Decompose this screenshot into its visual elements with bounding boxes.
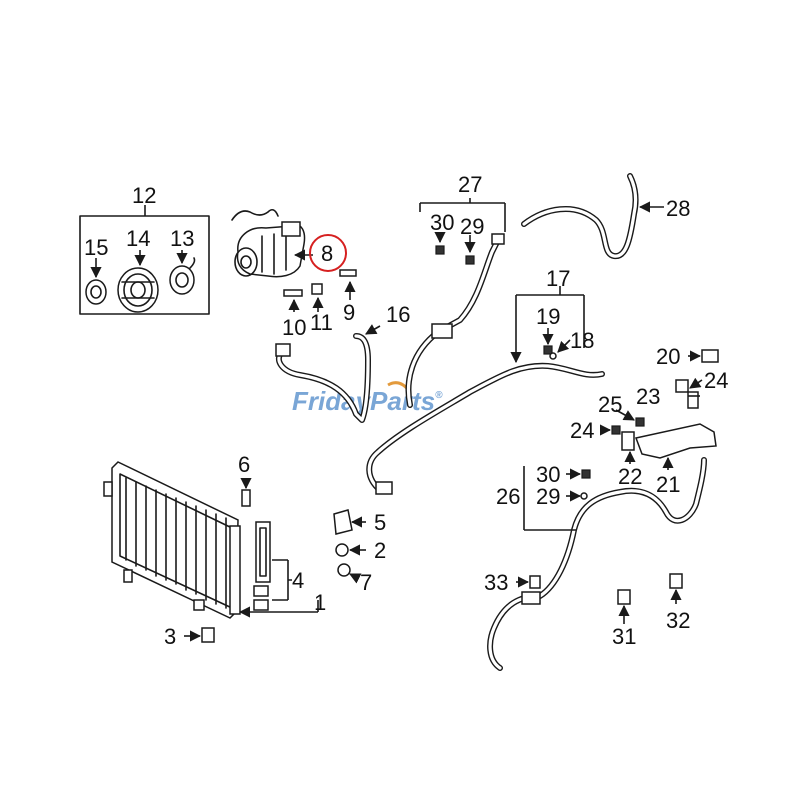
pressure-plate-part: [85, 279, 107, 305]
callout-11: 11: [310, 310, 333, 335]
callout-18: 18: [570, 328, 594, 353]
callout-16: 16: [386, 302, 410, 327]
bracket-5: [333, 509, 353, 535]
callout-23: 23: [636, 384, 660, 409]
callout-8: 8: [321, 241, 333, 266]
leader-18: [557, 339, 571, 353]
block-22: [621, 431, 635, 451]
discharge-hose-part: [275, 333, 371, 423]
liquid-tube-28: [521, 173, 639, 260]
callout-13: 13: [170, 226, 194, 251]
nut-2: [335, 543, 349, 557]
leader-1: [244, 600, 319, 613]
expansion-valve-23: [675, 379, 699, 409]
watermark-brand-1: Friday: [292, 386, 372, 416]
field-coil-part: [169, 257, 196, 295]
callout-33: 33: [484, 570, 508, 595]
callout-9: 9: [343, 300, 355, 325]
o-ring-18: [549, 352, 557, 360]
callout-28: 28: [666, 196, 690, 221]
pulley-part: [117, 267, 159, 313]
callout-7: 7: [360, 570, 372, 595]
callout-27: 27: [458, 172, 482, 197]
o-ring-24a: [611, 425, 621, 435]
callout-29b: 29: [536, 484, 560, 509]
callout-24b: 24: [704, 368, 728, 393]
callout-3: 3: [164, 624, 176, 649]
callout-4: 4: [292, 568, 304, 593]
pressure-switch-20: [701, 349, 719, 363]
callout-19: 19: [536, 304, 560, 329]
leader-4: [272, 559, 292, 601]
callout-10: 10: [282, 315, 306, 340]
callout-25: 25: [598, 392, 622, 417]
callout-31: 31: [612, 624, 636, 649]
callout-5: 5: [374, 510, 386, 535]
callout-20: 20: [656, 344, 680, 369]
plug-10: [283, 289, 303, 297]
callout-12: 12: [132, 183, 156, 208]
o-ring-29b: [580, 492, 588, 500]
callout-26: 26: [496, 484, 520, 509]
o-ring-30b: [581, 469, 591, 479]
nut-7: [337, 563, 351, 577]
callout-22: 22: [618, 464, 642, 489]
highlight-circle-8: [309, 234, 347, 272]
leader-24b: [689, 377, 703, 389]
tube-assembly-26: [487, 457, 707, 671]
receiver-dryer-part: [253, 521, 271, 611]
tube-assembly-17: [366, 362, 605, 495]
o-ring-25: [635, 417, 645, 427]
callout-15: 15: [84, 235, 108, 260]
leader-7: [348, 573, 362, 584]
condenser-part: [103, 461, 241, 619]
callout-14: 14: [126, 226, 150, 251]
callout-21: 21: [656, 472, 680, 497]
watermark-reg: ®: [435, 390, 443, 401]
valve-11: [311, 283, 323, 295]
cushion-3: [201, 627, 215, 643]
compressor-part: [231, 208, 306, 278]
switch-33: [529, 575, 541, 589]
clutch-kit-group: [79, 205, 210, 315]
o-rings-27: [435, 245, 475, 265]
watermark-text: FridayParts®: [292, 386, 443, 416]
callout-17: 17: [546, 266, 570, 291]
callout-6: 6: [238, 452, 250, 477]
leader-25: [615, 409, 635, 421]
watermark-brand-2: Parts: [370, 386, 435, 416]
callout-30b: 30: [536, 462, 560, 487]
bracket-21: [634, 423, 717, 459]
leader-26-bracket: [523, 466, 576, 531]
leader-16: [365, 324, 381, 335]
small-parts-compressor: [283, 269, 357, 297]
callout-24a: 24: [570, 418, 594, 443]
leader-17-bracket: [515, 286, 585, 360]
watermark: FridayParts®: [292, 381, 443, 416]
callout-29a: 29: [460, 214, 484, 239]
leader-27-bracket: [419, 198, 506, 232]
callout-2: 2: [374, 538, 386, 563]
callout-32: 32: [666, 608, 690, 633]
clamp-31: [617, 589, 631, 605]
callout-1: 1: [314, 590, 326, 615]
callout-labels: 12 15 14 13 8 9 10 11 16 27 30 29 28 17 …: [84, 172, 728, 649]
suction-tube-part: [405, 233, 505, 408]
bolt-9: [339, 269, 357, 277]
bolt-6: [241, 489, 251, 507]
clamp-32: [669, 573, 683, 589]
callout-30a: 30: [430, 210, 454, 235]
o-ring-19: [543, 345, 553, 355]
